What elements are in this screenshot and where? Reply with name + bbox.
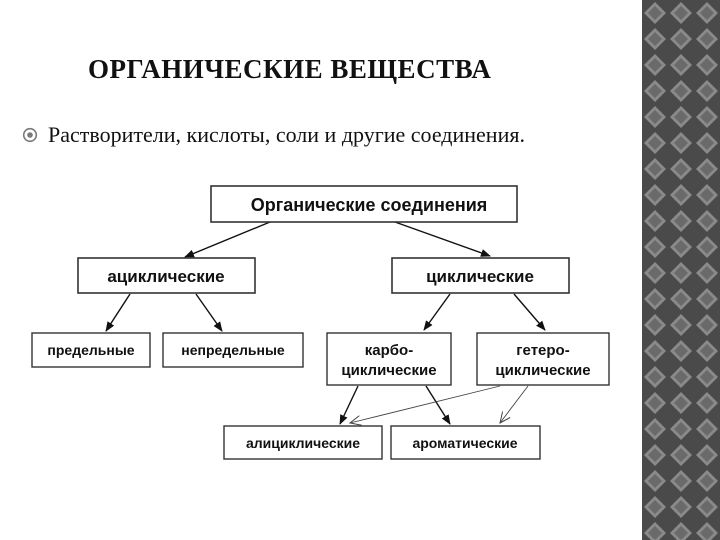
- arrow-acyclic-to-saturated: [105, 293, 131, 332]
- bullet-text: Растворители, кислоты, соли и другие сое…: [48, 122, 525, 147]
- node-label: ароматические: [412, 435, 517, 451]
- node-label-line2: циклические: [495, 362, 590, 379]
- diagram-connectors: [105, 221, 546, 425]
- node-cyclic: циклические: [391, 257, 570, 294]
- node-label: циклические: [426, 267, 534, 286]
- node-label: непредельные: [181, 342, 285, 358]
- bullet-circle-icon: [22, 127, 38, 143]
- node-aromatic: ароматические: [390, 425, 541, 460]
- arrow-cyclic-to-carbocyclic: [423, 293, 451, 331]
- node-label: Органические соединения: [251, 195, 488, 215]
- arrow-heterocyclic-to-aromatic: [500, 385, 529, 423]
- node-label: предельные: [47, 342, 134, 358]
- node-acyclic: ациклические: [77, 257, 256, 294]
- node-organic-compounds: Органические соединения: [210, 185, 518, 223]
- node-alicyclic: алициклические: [223, 425, 383, 460]
- node-label: алициклические: [246, 435, 360, 451]
- slide-title: ОРГАНИЧЕСКИЕ ВЕЩЕСТВА: [88, 54, 492, 84]
- node-label-line2: циклические: [341, 362, 436, 379]
- bullet-item: Растворители, кислоты, соли и другие сое…: [22, 120, 525, 150]
- node-heterocyclic: гетеро- циклические: [476, 332, 610, 386]
- arrow-acyclic-to-unsaturated: [195, 293, 223, 332]
- arrow-cyclic-to-heterocyclic: [513, 293, 546, 331]
- node-label-line1: карбо-: [365, 342, 413, 359]
- arrow-carbocyclic-to-alicyclic: [339, 385, 359, 425]
- arrow-root-to-acyclic: [184, 221, 271, 258]
- node-carbocyclic: карбо- циклические: [326, 332, 452, 386]
- node-saturated: предельные: [31, 332, 151, 368]
- arrow-carbocyclic-to-aromatic: [425, 385, 451, 425]
- arrow-heterocyclic-to-alicyclic: [350, 385, 501, 423]
- node-unsaturated: непредельные: [162, 332, 304, 368]
- decorative-side-strip: [642, 0, 720, 540]
- node-label-line1: гетеро-: [516, 342, 569, 359]
- node-label: ациклические: [107, 267, 224, 286]
- arrow-root-to-cyclic: [394, 221, 491, 257]
